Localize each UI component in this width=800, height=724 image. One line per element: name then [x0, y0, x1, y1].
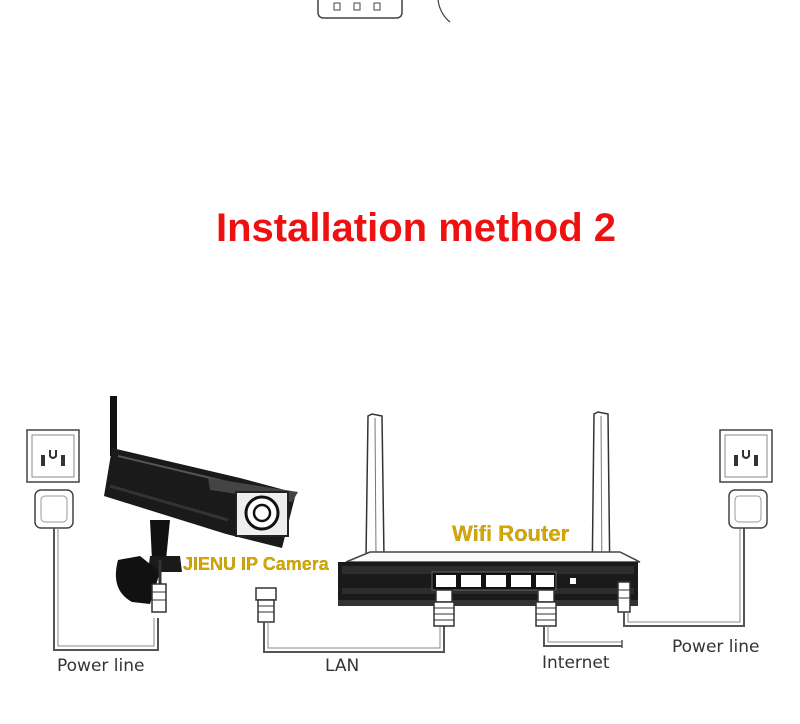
power-line-left-label: Power line	[57, 656, 145, 676]
top-device-fragment-icon	[317, 0, 451, 23]
ip-camera-icon	[104, 396, 298, 613]
page-title: Installation method 2	[215, 206, 617, 250]
lan-label: LAN	[325, 656, 360, 676]
power-adapter-right-icon	[728, 489, 768, 529]
rj45-plug-router-lan-icon	[433, 589, 455, 627]
camera-label: JIENU IP Camera	[183, 554, 329, 574]
wall-outlet-right-icon	[719, 429, 773, 483]
wall-outlet-left-icon	[26, 429, 80, 483]
power-line-right-label: Power line	[672, 637, 760, 657]
internet-label: Internet	[542, 653, 610, 673]
wifi-router-icon	[338, 411, 641, 606]
router-label: Wifi Router	[452, 521, 570, 546]
rj45-plug-internet-icon	[535, 589, 557, 627]
rj45-plug-camera-icon	[255, 587, 277, 623]
power-adapter-left-icon	[34, 489, 74, 529]
router-power-plug-icon	[617, 581, 631, 613]
